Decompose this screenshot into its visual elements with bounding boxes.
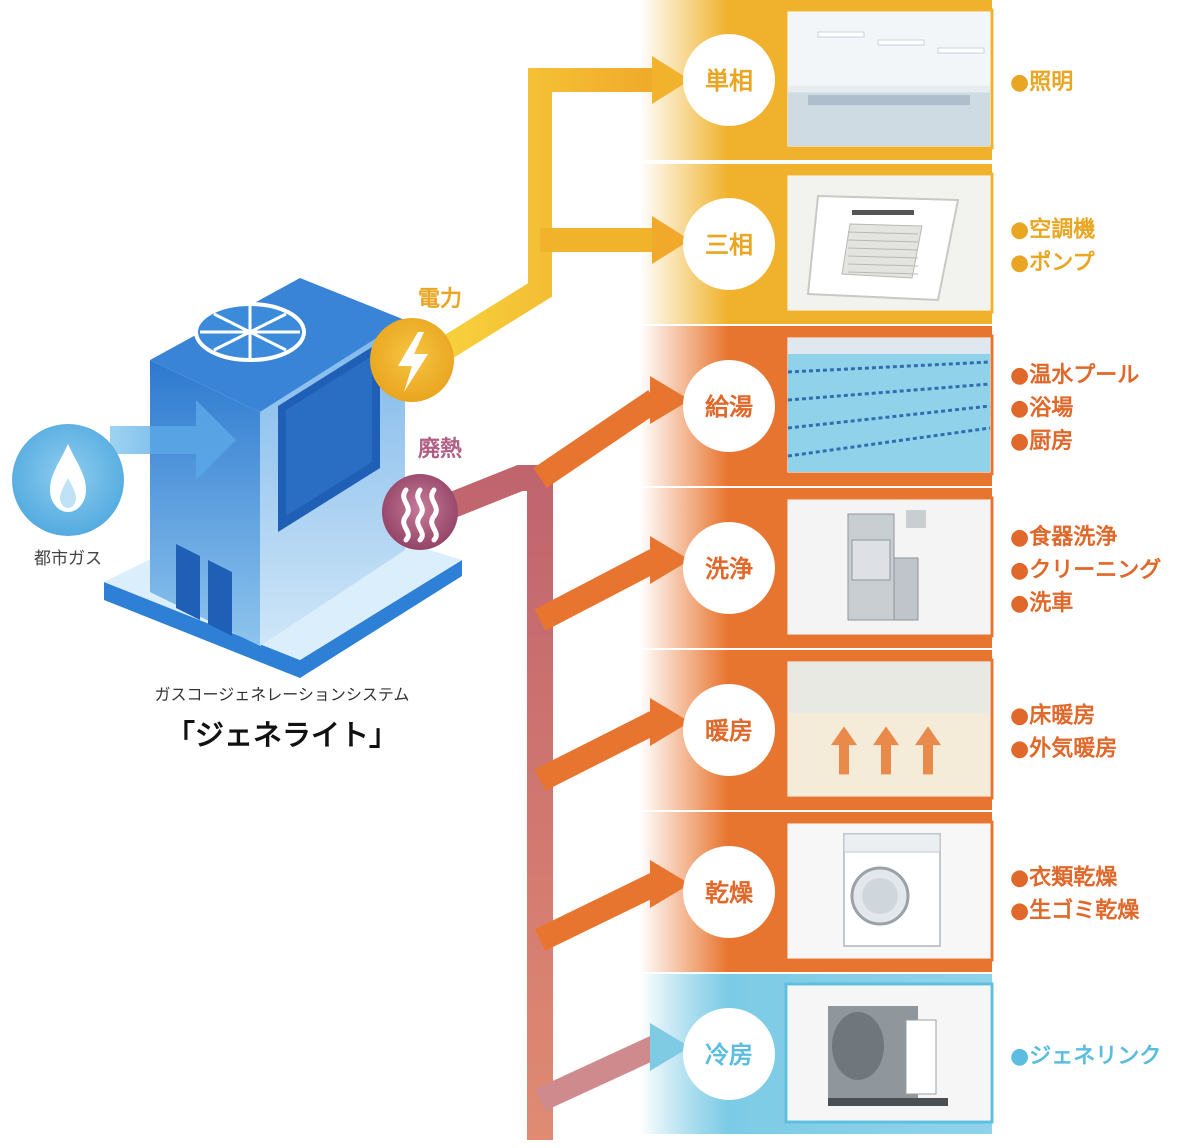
usage-item: ●浴場: [1010, 396, 1073, 421]
usage-row: 暖房 ●床暖房 ●外気暖房: [683, 658, 1117, 800]
usage-item: ●クリーニング: [1010, 557, 1161, 583]
arrow-to-hot-water: [650, 376, 690, 424]
lightning-icon: [398, 332, 428, 392]
heat-waves-icon: [401, 487, 439, 543]
dishwasher-photo: [788, 500, 990, 634]
usage-item: ●ジェネリンク: [1010, 1044, 1161, 1069]
category-label: 冷房: [705, 1041, 753, 1069]
system-name: 「ジェネライト」: [166, 718, 398, 752]
usage-item: ●温水プール: [1010, 363, 1139, 388]
usage-item: ●衣類乾燥: [1010, 865, 1118, 891]
heat-output: 廃熱: [382, 436, 462, 550]
category-label: 乾燥: [705, 879, 754, 907]
category-circle: [683, 684, 775, 776]
usage-item: ●厨房: [1010, 428, 1073, 454]
category-circle: [683, 360, 775, 452]
swimming-pool-photo: [787, 338, 991, 472]
arrow-to-drying: [650, 860, 690, 908]
usage-item: ●生ゴミ乾燥: [1010, 898, 1140, 924]
arrow-to-cleaning: [650, 536, 690, 584]
power-label: 電力: [418, 287, 462, 312]
ceiling-lights-office-photo: [788, 12, 990, 146]
category-label: 三相: [705, 231, 753, 259]
usage-row: 洗浄 ●食器洗浄 ●クリーニング ●洗車: [683, 496, 1161, 638]
usage-item: ●照明: [1010, 70, 1073, 95]
arrow-to-single-phase: [652, 56, 690, 104]
usage-item: ●空調機: [1010, 217, 1095, 243]
usage-item: ●洗車: [1010, 591, 1073, 616]
category-circle: [683, 198, 775, 290]
washing-machine-photo: [788, 824, 990, 958]
usage-row: 給湯 ●温水プール ●浴場 ●厨房: [683, 334, 1139, 476]
category-circle: [683, 846, 775, 938]
usage-row: 単相 ●照明: [683, 8, 1073, 150]
usage-item: ●外気暖房: [1010, 736, 1117, 762]
heated-hall-floor-photo: [788, 662, 990, 796]
arrow-to-three-phase: [652, 216, 690, 264]
fan-icon: [200, 306, 300, 358]
usage-item: ●床暖房: [1010, 703, 1095, 729]
gas-source-label: 都市ガス: [34, 549, 102, 569]
category-circle: [683, 522, 775, 614]
category-label: 暖房: [705, 717, 753, 745]
usage-item: ●食器洗浄: [1010, 524, 1117, 550]
usage-row: 冷房 ●ジェネリンク: [683, 982, 1161, 1124]
cogeneration-unit: [104, 278, 462, 678]
system-subtitle: ガスコージェネレーションシステム: [155, 685, 410, 704]
usage-row: 乾燥 ●衣類乾燥 ●生ゴミ乾燥: [683, 820, 1140, 962]
category-label: 給湯: [705, 393, 753, 421]
usage-row: 三相 ●空調機 ●ポンプ: [683, 172, 1096, 314]
category-circle: [683, 34, 775, 126]
power-flow-pipe: [433, 56, 690, 363]
ceiling-air-conditioner-photo: [788, 176, 990, 310]
usage-item: ●ポンプ: [1010, 250, 1096, 276]
category-label: 単相: [705, 67, 753, 95]
power-output: 電力: [370, 287, 462, 402]
category-circle: [683, 1008, 775, 1100]
category-label: 洗浄: [705, 555, 753, 583]
arrow-to-cooling: [650, 1023, 690, 1071]
heat-flow-pipe: [435, 376, 690, 1140]
heat-label: 廃熱: [418, 436, 462, 462]
absorption-chiller-photo: [788, 986, 990, 1120]
arrow-to-heating: [650, 698, 690, 746]
